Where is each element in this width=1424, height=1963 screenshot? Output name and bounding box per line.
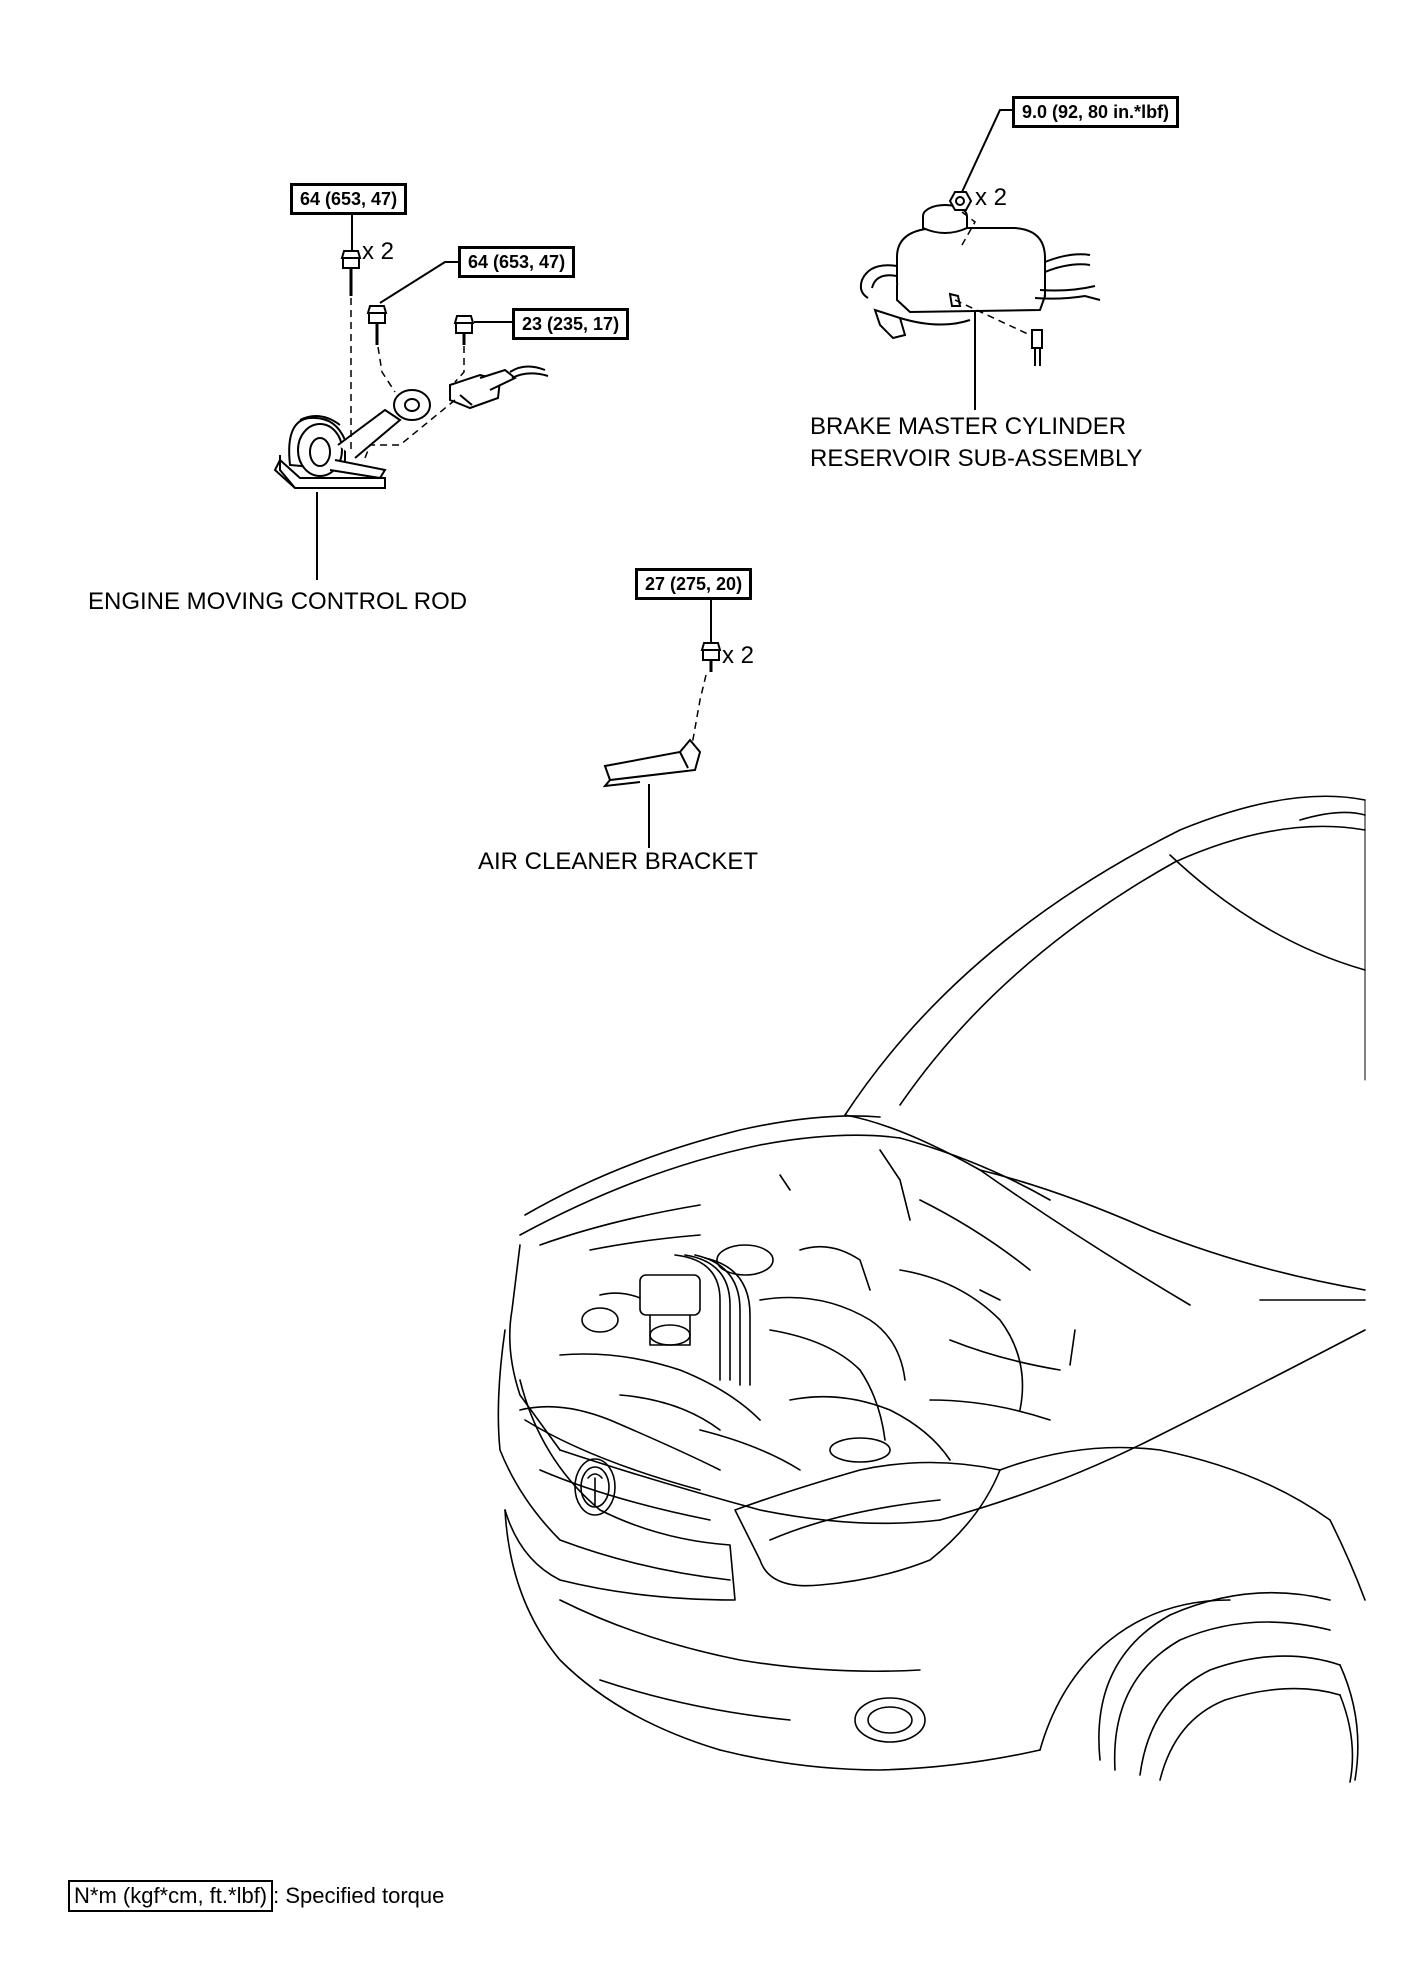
part-label-brake-reservoir-line1: BRAKE MASTER CYLINDER xyxy=(810,413,1127,440)
guide-lines xyxy=(691,674,707,746)
quantity-label: x 2 xyxy=(722,642,755,669)
torque-spec-box: 23 (235, 17) xyxy=(512,308,630,340)
leader-lines xyxy=(316,212,512,580)
bolt-icon xyxy=(366,305,388,345)
quantity-label: x 2 xyxy=(362,238,395,265)
part-label-engine-moving-control-rod: ENGINE MOVING CONTROL ROD xyxy=(88,588,468,615)
leader-lines xyxy=(648,598,712,848)
torque-spec-box: 9.0 (92, 80 in.*lbf) xyxy=(1012,96,1180,128)
torque-legend: N*m (kgf*cm, ft.*lbf) : Specified torque xyxy=(68,1880,444,1912)
part-label-air-cleaner-bracket: AIR CLEANER BRACKET xyxy=(478,848,759,875)
engine-mount-illustration xyxy=(273,365,549,489)
torque-spec-box: 64 (653, 47) xyxy=(458,246,576,278)
vehicle-illustration xyxy=(497,795,1366,1783)
air-cleaner-bracket-illustration xyxy=(602,738,702,788)
part-label-brake-reservoir-line2: RESERVOIR SUB-ASSEMBLY xyxy=(810,445,1143,472)
bolt-icon xyxy=(700,642,722,672)
legend-units: N*m (kgf*cm, ft.*lbf) xyxy=(68,1880,274,1912)
bolt-icon xyxy=(340,250,362,296)
torque-spec-box: 27 (275, 20) xyxy=(635,568,753,600)
guide-lines xyxy=(350,298,465,459)
quantity-label: x 2 xyxy=(975,184,1008,211)
leader-lines xyxy=(961,109,1012,410)
nut-icon xyxy=(948,191,973,211)
torque-spec-box: 64 (653, 47) xyxy=(290,183,408,215)
brake-reservoir-illustration xyxy=(859,204,1101,366)
bolt-icon xyxy=(453,315,475,345)
guide-lines xyxy=(954,211,1031,336)
legend-description: : Specified torque xyxy=(273,1883,445,1908)
